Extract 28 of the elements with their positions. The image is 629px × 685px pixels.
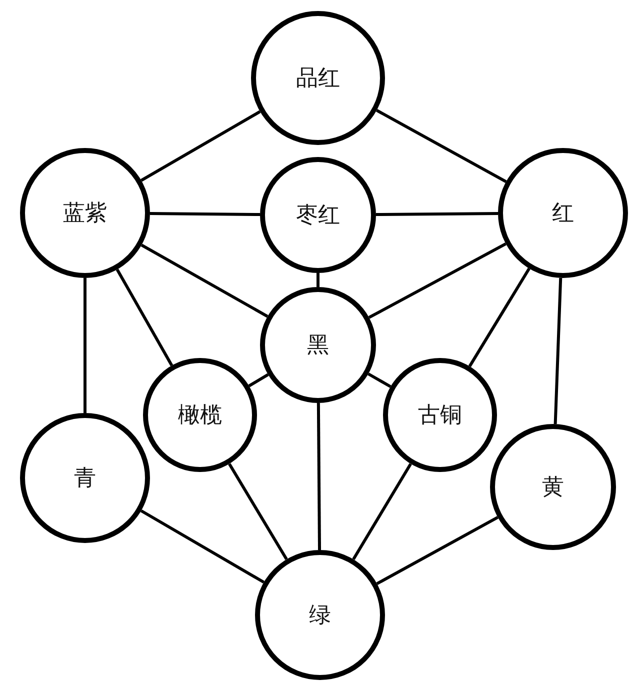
connector-line	[140, 110, 261, 182]
connector-line	[316, 403, 322, 550]
connector-line	[116, 268, 174, 366]
connector-line	[468, 268, 530, 368]
color-circle: 红	[498, 148, 628, 278]
color-circle: 橄榄	[143, 358, 257, 472]
connector-line	[84, 278, 86, 413]
connector-line	[376, 109, 507, 183]
connector-line	[352, 463, 412, 560]
connector-line	[140, 244, 268, 318]
color-circle: 黄	[490, 424, 616, 550]
color-circle: 黑	[260, 287, 376, 403]
color-circle: 古铜	[383, 358, 497, 472]
connector-line	[228, 463, 288, 560]
connector-line	[316, 273, 320, 287]
connector-line	[248, 373, 269, 388]
color-circle: 绿	[255, 550, 385, 680]
connector-line	[140, 509, 265, 584]
connector-line	[376, 516, 498, 586]
connector-line	[150, 212, 260, 216]
color-circle: 枣红	[260, 157, 376, 273]
connector-line	[368, 242, 506, 319]
connector-line	[368, 372, 392, 388]
color-circle: 青	[20, 413, 150, 543]
color-circle: 品红	[251, 11, 385, 145]
connector-line	[376, 212, 498, 216]
color-circle: 蓝紫	[20, 148, 150, 278]
connector-line	[554, 278, 562, 424]
